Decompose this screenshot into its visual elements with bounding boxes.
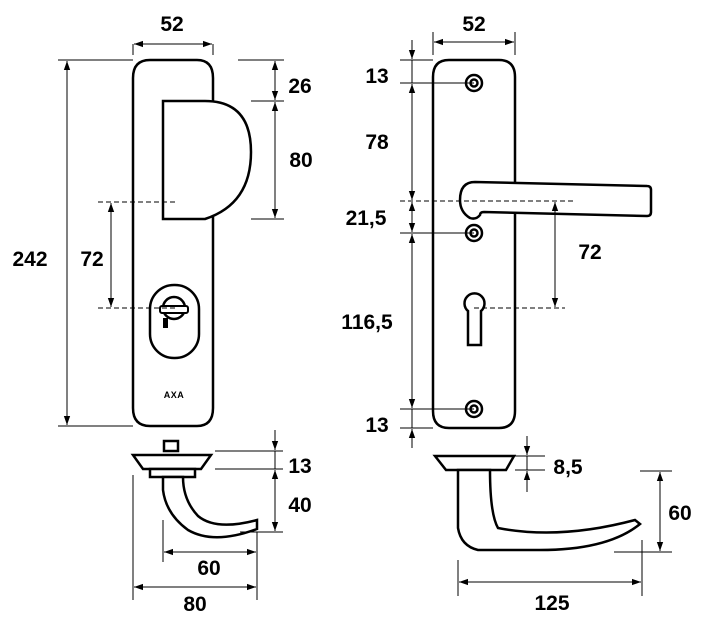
label-top-offset: 26: [288, 75, 311, 98]
label-top-screw: 13: [365, 65, 388, 88]
back-view: 52 13 78 21,5 72 116,5 13 8,5 60 125: [341, 13, 691, 615]
label-total-height: 242: [12, 248, 47, 271]
label-handle-to-screw: 21,5: [346, 207, 387, 230]
label-to-handle: 78: [365, 131, 389, 154]
keyhole: [463, 292, 486, 347]
front-view: AXA 52: [12, 13, 312, 616]
front-lever-profile: [130, 439, 259, 539]
label-back-lever-length: 125: [534, 592, 569, 615]
label-back-lever-drop: 60: [668, 502, 691, 525]
label-lever-drop: 40: [288, 494, 311, 517]
back-lever-profile: [432, 454, 642, 552]
front-backplate: [131, 58, 215, 428]
label-back-center: 72: [578, 241, 601, 264]
label-lever-reach: 60: [197, 557, 220, 580]
label-to-bottom-screw: 116,5: [341, 311, 393, 334]
label-base-height: 13: [288, 455, 311, 478]
label-rose-height: 8,5: [553, 456, 583, 479]
back-backplate: [431, 58, 517, 430]
brand-label: AXA: [164, 390, 185, 400]
cylinder-cover: [148, 283, 201, 360]
label-bottom-screw: 13: [365, 414, 388, 437]
label-lever-length: 80: [183, 593, 206, 616]
security-shield: [161, 99, 253, 221]
back-handle: [458, 180, 653, 220]
label-front-width: 52: [160, 13, 183, 36]
label-back-width: 52: [462, 13, 485, 36]
label-center-distance: 72: [80, 248, 103, 271]
label-shield-height: 80: [289, 149, 312, 172]
